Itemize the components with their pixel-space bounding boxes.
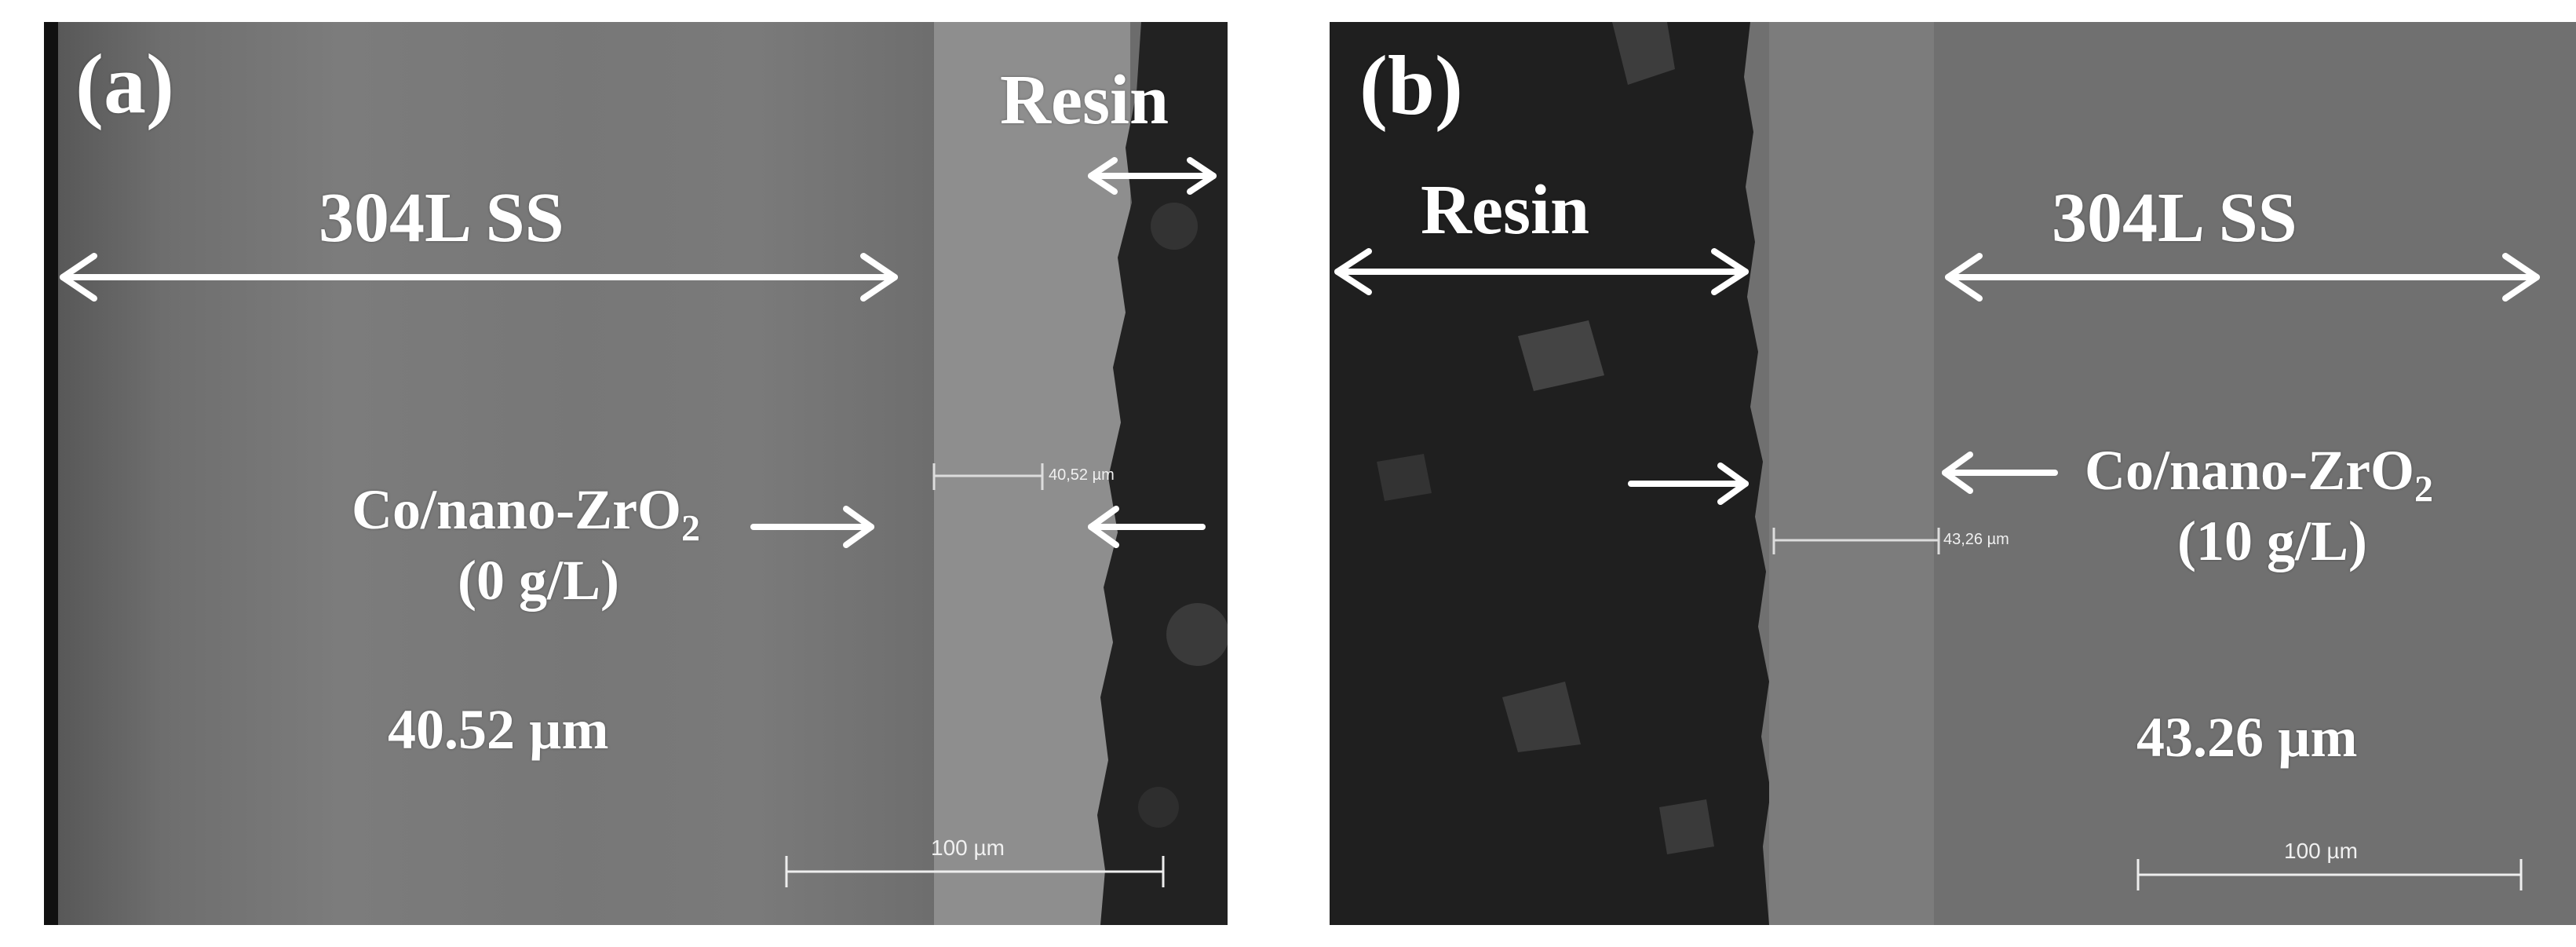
measure-readout: 40,52 µm: [1049, 466, 1115, 484]
resin-region: [1097, 22, 1228, 925]
scale-bar-label: 100 µm: [931, 835, 1005, 860]
coating-label: Co/nano-ZrO2: [352, 478, 701, 550]
thickness-label: 43.26 µm: [2136, 706, 2358, 769]
panel-b-label: (b): [1359, 39, 1463, 133]
substrate-label: 304L SS: [2052, 179, 2297, 257]
coating-layer: [1769, 22, 1934, 925]
panel-a-graphics: [44, 22, 1228, 925]
resin-label: Resin: [1000, 61, 1169, 139]
concentration-label: (0 g/L): [458, 549, 619, 612]
measure-readout: 43,26 µm: [1943, 531, 2009, 548]
resin-label: Resin: [1421, 171, 1590, 249]
thickness-label: 40.52 µm: [388, 698, 609, 761]
panel-a-label: (a): [75, 38, 174, 131]
resin-region: [1330, 22, 1771, 925]
micrograph-panel-b: (b) Resin 304L SS Co/nano-ZrO2 (10 g/L) …: [1330, 22, 2576, 925]
substrate-label: 304L SS: [319, 179, 564, 257]
panel-b-graphics: [1330, 22, 2540, 925]
concentration-label: (10 g/L): [2177, 510, 2367, 572]
micrograph-panel-a: (a) Resin 304L SS Co/nano-ZrO2 (0 g/L) 4…: [44, 22, 1228, 925]
coating-label: Co/nano-ZrO2: [2085, 439, 2434, 510]
scale-bar-label: 100 µm: [2284, 839, 2358, 863]
